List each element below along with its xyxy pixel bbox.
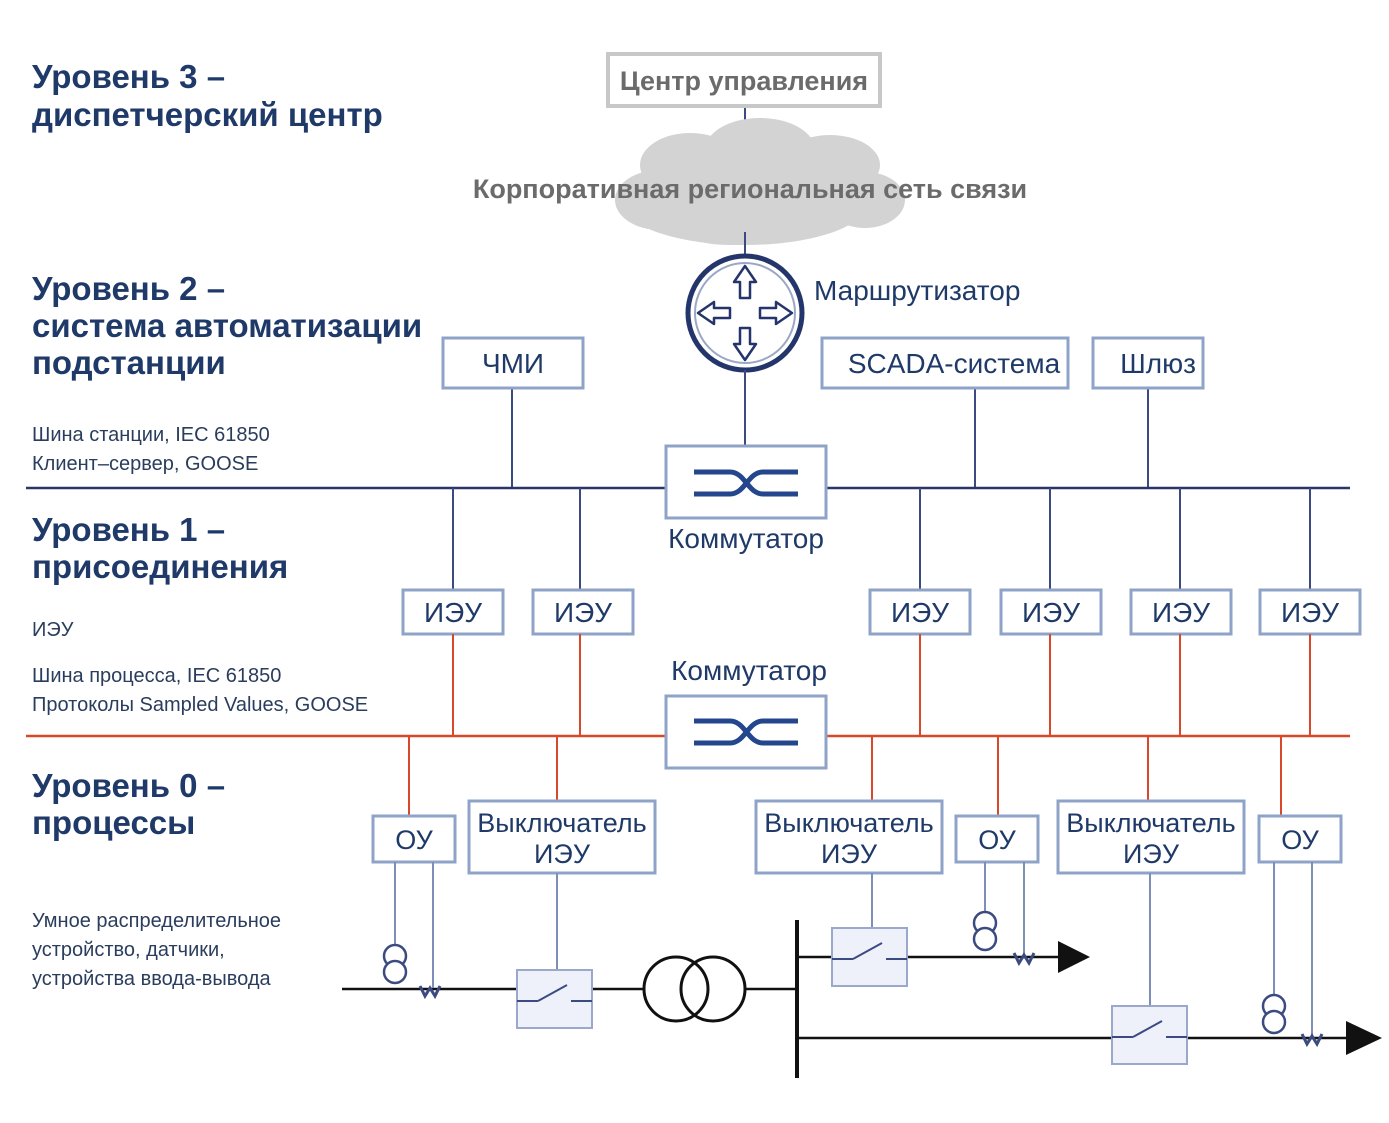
level0-devices: ОУ Выключатель ИЭУ Выключатель ИЭУ ОУ Вы… — [371, 799, 1343, 875]
ou-label-2: ОУ — [978, 825, 1016, 855]
level-labels: Уровень 3 – диспетчерский центр Уровень … — [32, 58, 422, 841]
ied-label-1: ИЭУ — [424, 597, 482, 628]
ou-label-3: ОУ — [1281, 825, 1319, 855]
ied-label-5: ИЭУ — [1152, 597, 1210, 628]
router-icon — [685, 253, 805, 373]
level-2-title: Уровень 2 – — [32, 270, 225, 307]
router-label: Маршрутизатор — [814, 275, 1020, 306]
breaker-box-1 — [467, 799, 657, 875]
ied-station-links — [452, 488, 1311, 590]
hmi-label: ЧМИ — [482, 348, 544, 379]
level-3-subtitle: диспетчерский центр — [32, 96, 383, 133]
ied-box-2 — [531, 588, 635, 636]
level-1-title: Уровень 1 – — [32, 511, 225, 548]
switchgear-note-1: Умное распределительное — [32, 910, 281, 932]
breaker-label-2b: ИЭУ — [821, 839, 878, 869]
ied-box-4 — [999, 588, 1103, 636]
level-2-subtitle-2: подстанции — [32, 344, 226, 381]
hmi-box — [441, 336, 585, 390]
control-center-label: Центр управления — [620, 66, 868, 96]
gateway-label: Шлюз — [1120, 348, 1196, 379]
switchgear-note-3: устройства ввода-вывода — [32, 968, 272, 990]
switch-bottom-label: Коммутатор — [671, 655, 827, 686]
level-0-subtitle: процессы — [32, 804, 195, 841]
level-3-title: Уровень 3 – — [32, 58, 225, 95]
breaker-box-2 — [754, 799, 944, 875]
station-bus-note-1: Шина станции, IEC 61850 — [32, 424, 270, 446]
ou-label-1: ОУ — [395, 825, 433, 855]
switch-top-label: Коммутатор — [668, 523, 824, 554]
network-label: Корпоративная региональная сеть связи — [473, 174, 1027, 204]
breaker-label-3a: Выключатель — [1066, 808, 1235, 838]
breaker-box-3 — [1056, 799, 1246, 875]
ied-label-3: ИЭУ — [891, 597, 949, 628]
ou-box-3 — [1257, 814, 1343, 864]
level-1-subtitle: присоединения — [32, 548, 288, 585]
ou-box-1 — [371, 814, 457, 864]
ied-box-1 — [401, 588, 505, 636]
switch-top-icon — [664, 444, 828, 520]
ou-box-2 — [954, 814, 1040, 864]
gateway-box — [1091, 336, 1205, 390]
ied-note: ИЭУ — [32, 619, 74, 641]
breaker-label-3b: ИЭУ — [1123, 839, 1180, 869]
breaker-label-2a: Выключатель — [764, 808, 933, 838]
ied-box-6 — [1258, 588, 1362, 636]
voltage-sensor-icon — [418, 952, 1324, 1048]
ied-label-4: ИЭУ — [1022, 597, 1080, 628]
breaker-label-1b: ИЭУ — [534, 839, 591, 869]
control-center-box — [606, 52, 882, 108]
process-bus-note-1: Шина процесса, IEC 61850 — [32, 665, 281, 687]
device-process-links — [408, 736, 1282, 816]
current-transformer-icon — [382, 910, 1287, 1035]
scada-label: SCADA-система — [848, 348, 1061, 379]
notes: Шина станции, IEC 61850 Клиент–сервер, G… — [32, 424, 368, 990]
ied-box-3 — [868, 588, 972, 636]
breaker-wires — [556, 873, 1151, 1006]
switch-bottom-icon — [664, 694, 828, 770]
ied-row: ИЭУ ИЭУ ИЭУ ИЭУ ИЭУ ИЭУ — [401, 588, 1362, 636]
switchgear-note-2: устройство, датчики, — [32, 939, 225, 961]
ied-box-5 — [1129, 588, 1233, 636]
network-cloud — [615, 118, 905, 245]
process-bus-note-2: Протоколы Sampled Values, GOOSE — [32, 694, 368, 716]
sensor-wires — [394, 862, 1313, 1036]
ied-label-6: ИЭУ — [1281, 597, 1339, 628]
breaker-label-1a: Выключатель — [477, 808, 646, 838]
station-bus-note-2: Клиент–сервер, GOOSE — [32, 453, 258, 475]
arrow-icon — [1058, 941, 1382, 1055]
level-0-title: Уровень 0 – — [32, 767, 225, 804]
level-2-subtitle: система автоматизации — [32, 307, 422, 344]
ied-process-links — [452, 634, 1311, 736]
scada-box — [820, 336, 1070, 390]
breaker-icon — [516, 927, 1188, 1065]
ied-label-2: ИЭУ — [554, 597, 612, 628]
transformer-icon — [642, 955, 747, 1023]
